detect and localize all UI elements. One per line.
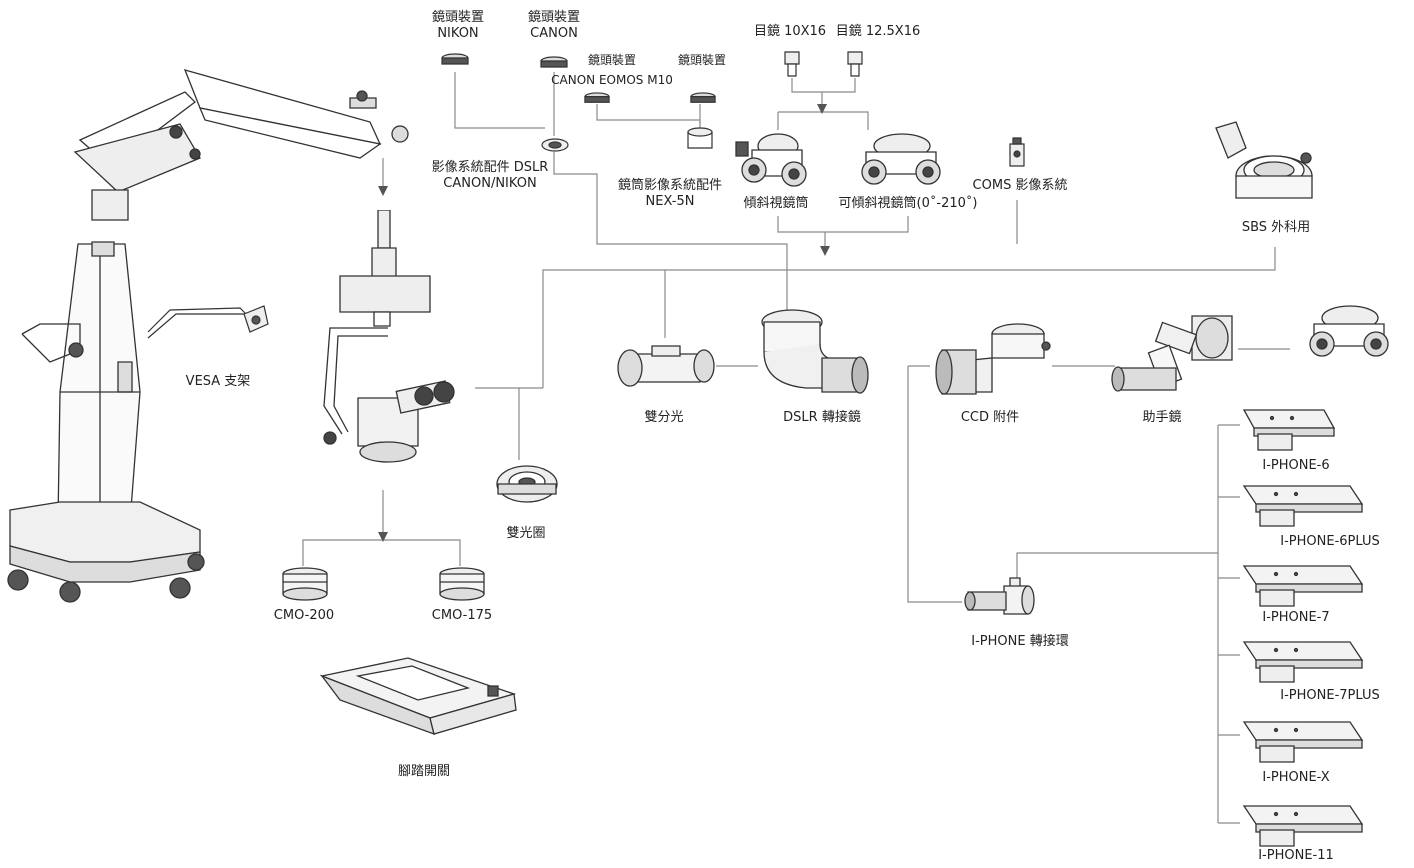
beam-splitter-label: 雙分光 (644, 410, 684, 425)
dslr-adapter-icon (756, 304, 874, 400)
phone-tray-icon (1240, 480, 1364, 528)
arrow-down-icon (378, 532, 388, 542)
lens-mount-icon (441, 53, 469, 67)
label-line: CANON (530, 26, 578, 41)
foot-pedal-icon (318, 654, 518, 736)
label-line: 鏡頭裝置 (527, 10, 581, 25)
vesa-arm-icon (146, 296, 270, 342)
phone-tray-icon (1240, 560, 1364, 608)
camera-module-icon (1006, 136, 1028, 168)
canon-eos-m10-mount-label: 鏡頭裝置 CANON EOMOS M10 (551, 52, 673, 88)
tiltable-tube-label: 可傾斜視鏡筒(0˚-210˚) (838, 196, 978, 211)
label-line: 鏡頭裝置 (587, 53, 636, 67)
label-line: CANON EOMOS M10 (551, 73, 673, 87)
arrow-down-icon (378, 186, 388, 196)
assistant-scope-label: 助手鏡 (1142, 410, 1182, 425)
lens-mount-icon (690, 92, 716, 105)
double-iris-label: 雙光圈 (506, 526, 546, 541)
foot-switch-label: 腳踏開關 (397, 764, 451, 779)
phone-holder-label: I-PHONE-7PLUS (1280, 688, 1380, 703)
binocular-tube-icon (732, 128, 824, 192)
phone-holder-label: I-PHONE-6PLUS (1280, 534, 1380, 549)
eyepiece-icon (845, 50, 865, 78)
canon-mount-label: 鏡頭裝置 CANON (528, 10, 580, 42)
binocular-tube-icon (1298, 300, 1398, 364)
phone-holder-label: I-PHONE-11 (1258, 848, 1334, 863)
cmo-200-label: CMO-200 (273, 608, 335, 623)
phone-holder-label: I-PHONE-6 (1262, 458, 1330, 473)
nikon-mount-label: 鏡頭裝置 NIKON (432, 10, 484, 42)
label-line: NIKON (437, 26, 479, 41)
phone-tray-icon (1240, 404, 1336, 452)
ccd-attachment-label: CCD 附件 (960, 410, 1020, 425)
dslr-adapter-label: 影像系統配件 DSLR CANON/NIKON (432, 160, 549, 192)
objective-lens-icon (280, 566, 330, 602)
eyepiece-icon (782, 50, 802, 78)
eyepiece-10x16-label: 目鏡 10X16 (753, 24, 827, 39)
binocular-tube-icon (852, 128, 948, 192)
inclined-tube-label: 傾斜視鏡筒 (743, 196, 809, 211)
phone-tray-icon (1240, 636, 1364, 684)
objective-lens-icon (437, 566, 487, 602)
lens-mount-icon (686, 126, 714, 150)
assistant-scope-icon (1110, 308, 1238, 400)
label-line: 影像系統配件 DSLR (431, 160, 549, 175)
eyepiece-12-5x16-label: 目鏡 12.5X16 (835, 24, 921, 39)
phone-tray-icon (1240, 800, 1364, 848)
mount-label: 鏡頭裝置 (677, 53, 727, 67)
arrow-down-icon (817, 104, 827, 114)
dslr-connector-label: DSLR 轉接鏡 (783, 410, 861, 425)
lens-mount-icon (540, 56, 568, 70)
cmo-175-label: CMO-175 (431, 608, 493, 623)
sbs-ring-icon (1206, 118, 1316, 208)
beam-splitter-icon (612, 340, 718, 392)
dental-microscope-icon (318, 210, 464, 470)
label-line: 鏡筒影像系統配件 (617, 178, 723, 193)
ccd-adapter-icon (932, 320, 1054, 402)
phone-holder-label: I-PHONE-X (1262, 770, 1330, 785)
label-line: CANON/NIKON (443, 176, 537, 191)
phone-adapter-icon (962, 576, 1038, 620)
phone-tray-icon (1240, 716, 1364, 764)
nex-adapter-label: 鏡筒影像系統配件 NEX-5N (618, 178, 722, 210)
lens-mount-icon (541, 138, 569, 152)
coms-system-label: COMS 影像系統 (972, 178, 1068, 193)
arrow-down-icon (820, 246, 830, 256)
microscope-stand-icon (0, 62, 415, 622)
iris-ring-icon (494, 462, 560, 510)
label-line: NEX-5N (645, 194, 695, 209)
vesa-label: VESA 支架 (185, 374, 251, 389)
sbs-label: SBS 外科用 (1241, 220, 1311, 235)
lens-mount-icon (584, 92, 610, 105)
iphone-adapter-label: I-PHONE 轉接環 (971, 634, 1069, 649)
phone-holder-label: I-PHONE-7 (1262, 610, 1330, 625)
label-line: 鏡頭裝置 (431, 10, 485, 25)
